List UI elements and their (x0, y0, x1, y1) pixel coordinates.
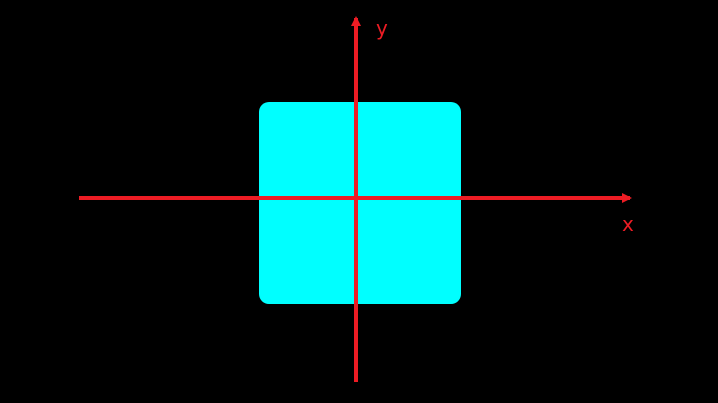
y-axis-label: y (376, 16, 388, 40)
x-axis-label: x (622, 212, 634, 236)
cyan-rounded-square (259, 102, 461, 304)
